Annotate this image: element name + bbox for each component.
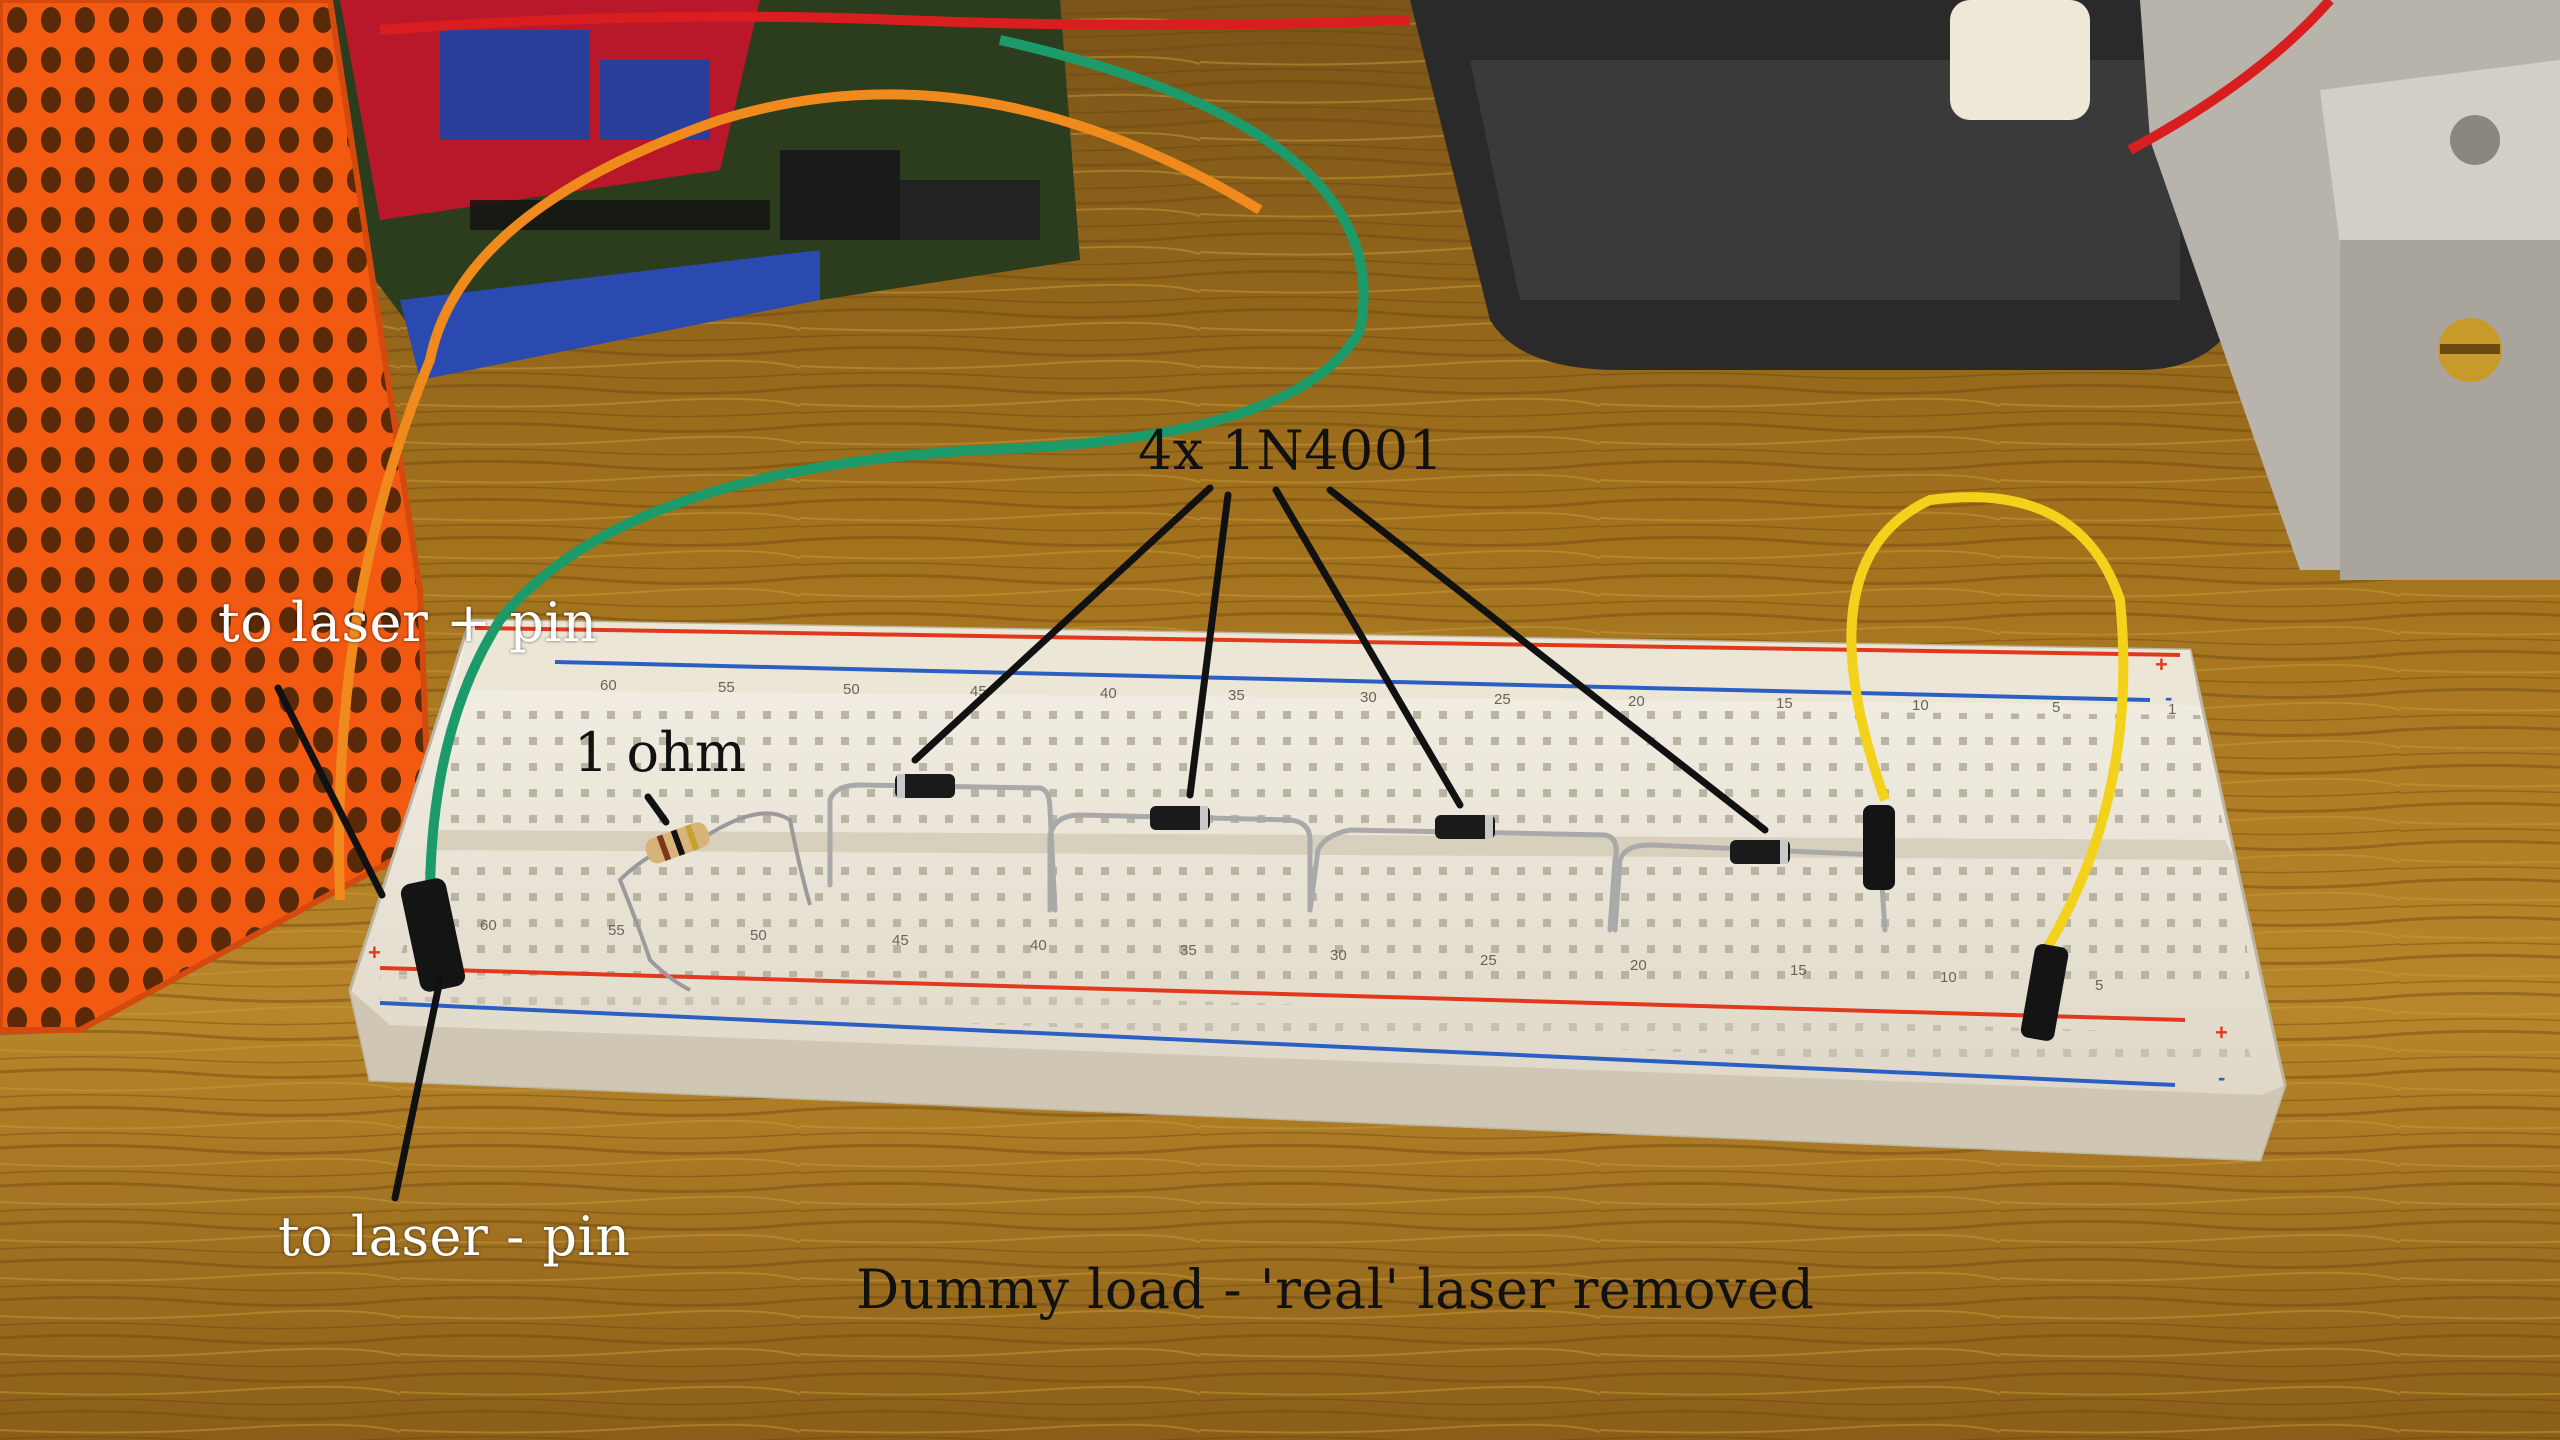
jumper-plug-right [2020, 943, 2069, 1041]
laser-plus-label: to laser + pin [218, 591, 598, 654]
diode-4 [1730, 840, 1790, 864]
svg-text:-: - [2165, 685, 2172, 710]
resistor [617, 811, 812, 992]
jumper-plug-left [1863, 805, 1895, 890]
svg-text:1: 1 [2168, 701, 2176, 718]
black-enclosure [1410, 0, 2230, 370]
svg-text:30: 30 [1330, 947, 1347, 964]
svg-text:20: 20 [1630, 957, 1647, 974]
svg-text:10: 10 [1940, 969, 1957, 986]
svg-text:+: + [368, 940, 381, 965]
svg-text:25: 25 [1494, 691, 1511, 708]
svg-text:35: 35 [1180, 942, 1197, 959]
rail-blue-bottom [379, 1001, 2176, 1087]
resistor-label: 1 ohm [574, 721, 747, 784]
svg-text:40: 40 [1100, 685, 1117, 702]
diodes-label: 4x 1N4001 [1138, 419, 1444, 482]
green-wire [425, 35, 1369, 901]
rail-blue-top [554, 660, 2151, 702]
yellow-jumper [1846, 492, 2129, 963]
laser-connector [400, 878, 466, 992]
rail-red-bottom [379, 966, 2186, 1022]
svg-text:+: + [2215, 1020, 2228, 1045]
svg-text:10: 10 [1912, 697, 1929, 714]
diode-2 [1150, 806, 1210, 830]
svg-text:40: 40 [1030, 937, 1047, 954]
svg-text:5: 5 [2095, 977, 2103, 994]
svg-text:50: 50 [750, 927, 767, 944]
annotation-pointers [274, 484, 1769, 1202]
column-numbers-top: 60 55 50 45 40 35 30 25 20 15 10 5 1 [600, 677, 2176, 718]
svg-text:30: 30 [1360, 689, 1377, 706]
rail-signs: + - + + - [368, 652, 2228, 1090]
svg-text:50: 50 [843, 681, 860, 698]
orange-wire [334, 89, 1263, 901]
caption-label: Dummy load - 'real' laser removed [856, 1258, 1815, 1321]
breadboard: 60 55 50 45 40 35 30 25 20 15 10 5 1 60 … [348, 618, 2287, 1162]
svg-text:55: 55 [608, 922, 625, 939]
svg-text:15: 15 [1776, 695, 1793, 712]
svg-text:25: 25 [1480, 952, 1497, 969]
diodes [827, 774, 1888, 933]
rail-red-top [474, 626, 2181, 657]
svg-text:60: 60 [600, 677, 617, 694]
laser-minus-label: to laser - pin [278, 1205, 631, 1268]
arduino-board [330, 0, 1080, 380]
svg-text:45: 45 [892, 932, 909, 949]
svg-text:20: 20 [1628, 693, 1645, 710]
heatsink-module [2140, 0, 2560, 580]
column-numbers-bottom: 60 55 50 45 40 35 30 25 20 15 10 5 [480, 917, 2103, 994]
svg-text:15: 15 [1790, 962, 1807, 979]
svg-text:-: - [2218, 1065, 2225, 1090]
svg-text:35: 35 [1228, 687, 1245, 704]
svg-text:5: 5 [2052, 699, 2060, 716]
diode-3 [1435, 815, 1495, 839]
diode-1 [895, 774, 955, 798]
svg-text:60: 60 [480, 917, 497, 934]
svg-text:+: + [2155, 652, 2168, 677]
red-wire [379, 11, 1411, 35]
svg-text:55: 55 [718, 679, 735, 696]
